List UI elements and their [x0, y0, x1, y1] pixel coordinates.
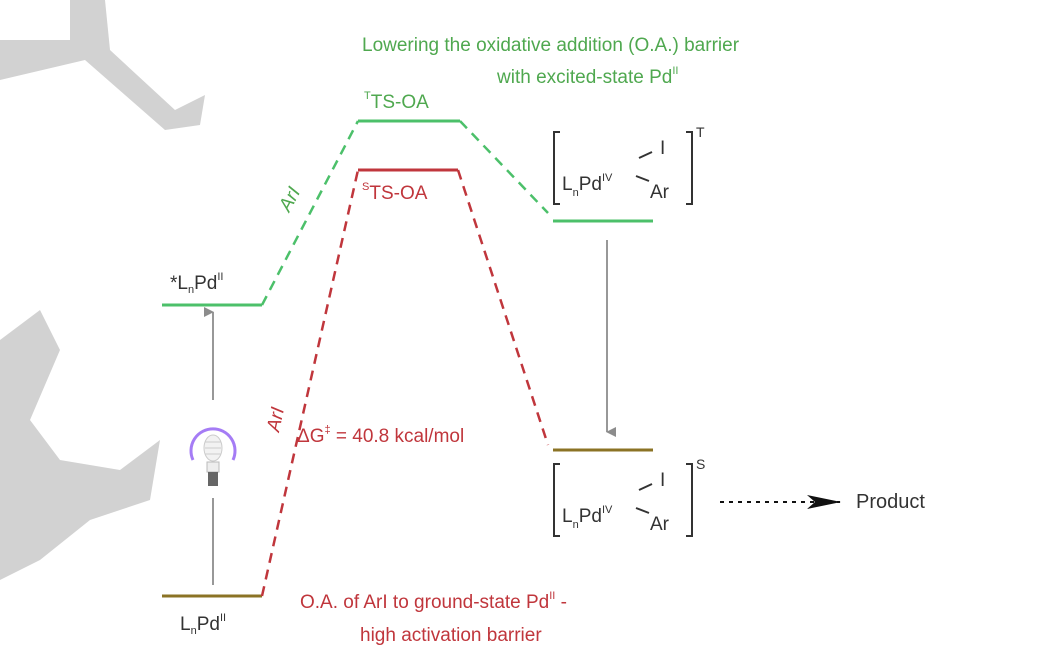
- product-label: Product: [856, 491, 925, 513]
- multiplicity: T: [696, 124, 705, 140]
- metal: Pd: [578, 506, 602, 527]
- triplet-annotation-line2: with excited-state PdII: [497, 65, 679, 88]
- complex-brackets: [553, 131, 693, 537]
- oxidation-state: II: [217, 271, 224, 283]
- excited-state-label: *LnPdII: [170, 271, 224, 296]
- ground-state-label: LnPdII: [180, 612, 227, 637]
- dash: -: [555, 592, 567, 613]
- multiplicity: T: [364, 90, 371, 102]
- ligand: L: [177, 273, 188, 294]
- light-bulb-icon: [189, 427, 237, 486]
- n: n: [572, 519, 579, 531]
- barrier-value: = 40.8 kcal/mol: [330, 426, 465, 447]
- n: n: [187, 284, 195, 296]
- oxidation-state: II: [672, 65, 679, 77]
- n: n: [190, 625, 197, 637]
- oxidation-state: II: [549, 590, 556, 602]
- singlet-annotation-line1: O.A. of ArI to ground-state PdII -: [300, 590, 567, 613]
- n: n: [572, 187, 579, 199]
- triplet-annotation-line1: Lowering the oxidative addition (O.A.) b…: [362, 35, 740, 56]
- singlet-ts-label: STS-OA: [362, 181, 428, 204]
- aryl: Ar: [650, 182, 669, 203]
- multiplicity: S: [362, 181, 370, 193]
- triplet-path: [260, 120, 549, 306]
- oxidation-state: IV: [601, 504, 613, 516]
- double-dagger: ‡: [324, 424, 331, 436]
- oxidation-state: II: [219, 612, 227, 624]
- multiplicity: S: [696, 456, 706, 472]
- star: *: [170, 273, 178, 294]
- singlet-annotation-line2: high activation barrier: [360, 625, 542, 646]
- singlet-path: [260, 169, 550, 597]
- ligand: L: [180, 614, 191, 635]
- delta-g: ΔG: [297, 426, 325, 447]
- iodide: I: [660, 138, 666, 159]
- metal: Pd: [578, 174, 602, 195]
- metal: Pd: [196, 614, 220, 635]
- singlet-path-reagent: ArI: [263, 405, 289, 434]
- ligand: L: [562, 174, 573, 195]
- text: O.A. of ArI to ground-state Pd: [300, 592, 550, 613]
- ligand: L: [562, 506, 573, 527]
- barrier-label: ΔG‡ = 40.8 kcal/mol: [297, 424, 465, 447]
- label: TS-OA: [369, 183, 428, 204]
- oxidation-state: IV: [601, 172, 613, 184]
- text: with excited-state Pd: [497, 67, 673, 88]
- label: TS-OA: [370, 92, 429, 113]
- aryl: Ar: [650, 514, 669, 535]
- iodide: I: [660, 470, 666, 491]
- triplet-ts-label: TTS-OA: [364, 90, 429, 113]
- metal: Pd: [194, 273, 218, 294]
- watermark: [0, 0, 205, 580]
